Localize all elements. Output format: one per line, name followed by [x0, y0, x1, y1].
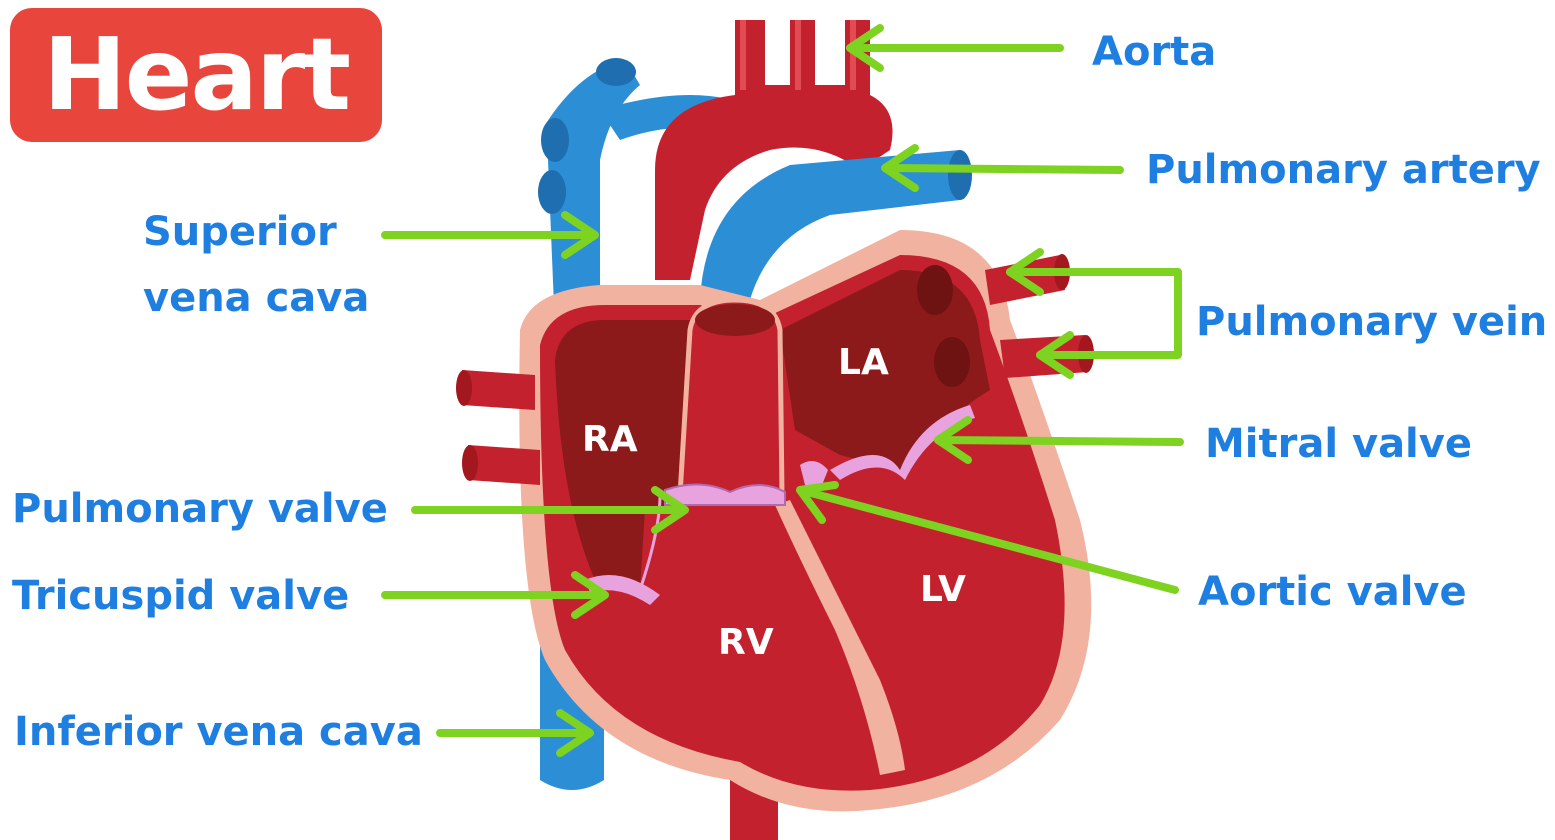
label-pulmonary-valve: Pulmonary valve: [12, 485, 388, 533]
label-mitral-valve: Mitral valve: [1205, 420, 1472, 468]
aorta-branch-1-highlight: [740, 20, 746, 90]
label-superior-vena-cava-line2: vena cava: [143, 274, 369, 322]
right-vessel-lower-opening: [462, 445, 478, 481]
label-superior-vena-cava-line1: Superior: [143, 208, 337, 256]
left-atrium-spot-1: [917, 265, 953, 315]
svc-branch-1: [541, 118, 569, 162]
label-pulmonary-artery: Pulmonary artery: [1146, 146, 1541, 194]
chamber-label-ra: RA: [582, 422, 638, 458]
arrow-aorta: [850, 28, 1060, 68]
arrow-inferior-vena-cava: [440, 713, 590, 753]
right-vessel-upper-stub: [462, 370, 535, 410]
chamber-label-rv: RV: [718, 625, 774, 661]
left-atrium-spot-2: [934, 337, 970, 387]
label-pulmonary-vein: Pulmonary vein: [1196, 298, 1547, 346]
label-inferior-vena-cava: Inferior vena cava: [14, 708, 423, 756]
label-aortic-valve: Aortic valve: [1198, 568, 1467, 616]
label-tricuspid-valve: Tricuspid valve: [12, 572, 349, 620]
pulmonary-trunk-opening: [695, 304, 775, 336]
right-vessel-upper-opening: [456, 370, 472, 406]
chamber-label-la: LA: [838, 345, 889, 381]
pulmonary-artery-opening: [948, 150, 972, 200]
label-aorta: Aorta: [1092, 28, 1216, 76]
aorta-branch-2-highlight: [795, 20, 801, 90]
right-vessel-lower-stub: [468, 445, 540, 485]
chamber-label-lv: LV: [920, 572, 966, 608]
svc-top-opening: [596, 58, 636, 86]
svc-branch-2: [538, 170, 566, 214]
